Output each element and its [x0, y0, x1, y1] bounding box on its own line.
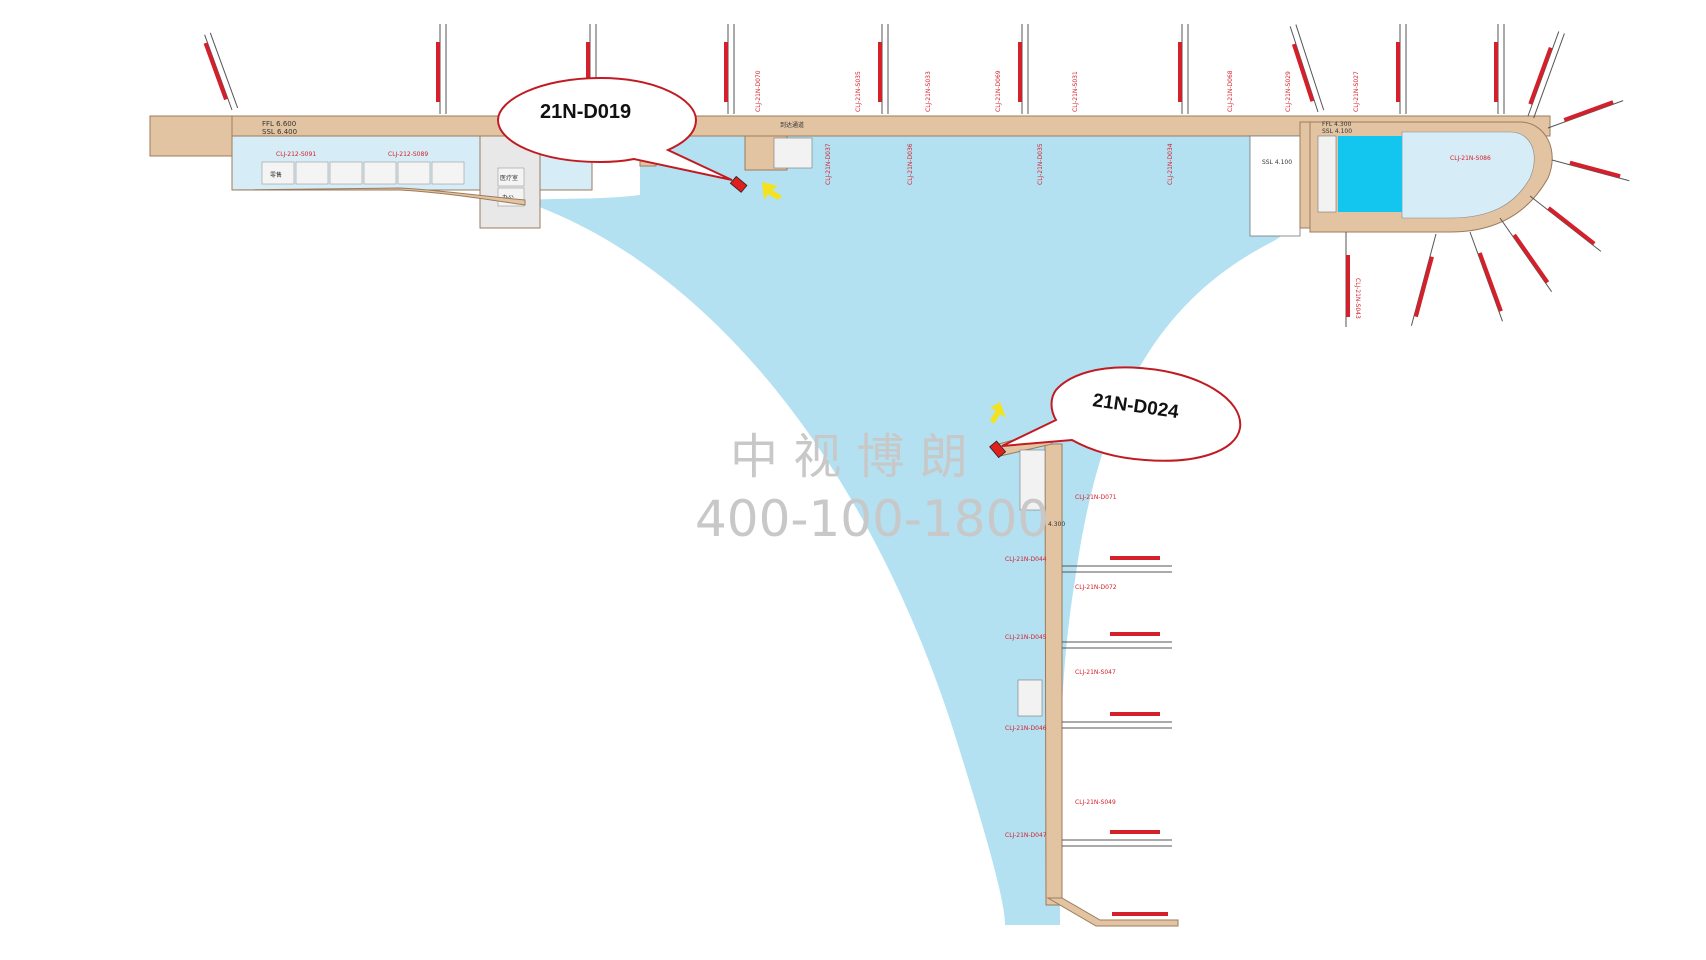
ad-code-label: CLJ-21N-S027	[1353, 71, 1360, 112]
left-ffl-label: FFL 6.600	[262, 120, 296, 128]
pier-level-label: 4.300	[1048, 521, 1065, 528]
retail-label: 零售	[270, 171, 282, 179]
mid-ssl-label: SSL 4.100	[1262, 159, 1292, 166]
ad-code-label: CLJ-21N-S031	[1072, 71, 1079, 112]
callout-label: 21N-D019	[540, 101, 631, 123]
ad-code-label: CLJ-21N-D072	[1075, 584, 1117, 591]
callout-21n-d024: 21N-D024	[1001, 366, 1242, 462]
ad-code-label: CLJ-21N-D045	[1005, 634, 1047, 641]
highlighted-zone	[1338, 136, 1402, 212]
pier-ad-code-labels: CLJ-21N-D044 CLJ-21N-D045 CLJ-21N-D046 C…	[1005, 494, 1117, 839]
ad-code-label: CLJ-21N-D069	[995, 70, 1002, 112]
ad-code-label: CLJ-21N-D047	[1005, 832, 1047, 839]
top-ad-code-labels: CLJ-21N-D070 CLJ-21N-S035 CLJ-21N-S033 C…	[755, 70, 1360, 112]
ad-code-label: CLJ-21N-D068	[1227, 70, 1234, 112]
ad-code-label: CLJ-21N-D071	[1075, 494, 1117, 501]
ad-code-label: CLJ-21N-D036	[907, 143, 914, 185]
walkway-label: 到达通道	[780, 121, 804, 129]
direction-arrow-icon	[762, 182, 782, 200]
ad-code-label: CLJ-212-S091	[276, 151, 316, 158]
top-jetbridges	[203, 24, 1565, 119]
ad-code-label: CLJ-212-S089	[388, 151, 428, 158]
ad-code-label: CLJ-21N-D035	[1037, 143, 1044, 185]
corridor-ad-code-labels: CLJ-21N-D037 CLJ-21N-D036 CLJ-21N-D035 C…	[825, 143, 1174, 185]
pier-jetbridges	[1062, 556, 1172, 916]
callout-21n-d019: 21N-D019	[496, 76, 733, 181]
ad-code-label: CLJ-21N-S043	[1354, 278, 1361, 319]
ad-code-label: CLJ-21N-S035	[855, 71, 862, 112]
direction-arrow-icon	[990, 402, 1006, 424]
medical-room-label: 医疗室	[500, 174, 518, 182]
ad-code-label: CLJ-21N-D070	[755, 70, 762, 112]
ad-location-marker-d019	[729, 175, 748, 193]
ad-code-label: CLJ-21N-D044	[1005, 556, 1047, 563]
right-ssl-label: SSL 4.100	[1322, 128, 1352, 135]
right-ffl-label: FFL 4.300	[1322, 121, 1352, 128]
ad-code-label: CLJ-21N-S049	[1075, 799, 1116, 806]
atrium-white-curve-left	[520, 205, 1005, 925]
left-terminal-curve	[231, 187, 526, 206]
ad-code-label: CLJ-21N-S033	[925, 71, 932, 112]
watermark-phone: 400-100-1800	[695, 490, 1049, 548]
watermark-company-name: 中 视 博 朗	[730, 429, 968, 485]
ad-code-label: CLJ-21N-D037	[825, 143, 832, 185]
ad-code-label: CLJ-21N-S047	[1075, 669, 1116, 676]
atrium-blue-area	[520, 130, 1305, 925]
left-ssl-label: SSL 6.400	[262, 128, 297, 136]
ad-code-label: CLJ-21N-D046	[1005, 725, 1047, 732]
ad-location-marker-d024	[989, 440, 1007, 459]
ad-code-label: CLJ-21N-D034	[1167, 143, 1174, 185]
right-hub	[1309, 121, 1553, 233]
ad-code-label: CLJ-21N-S086	[1450, 155, 1491, 162]
ad-code-label: CLJ-21N-S029	[1285, 71, 1292, 112]
hub-jetbridges	[1345, 100, 1630, 327]
